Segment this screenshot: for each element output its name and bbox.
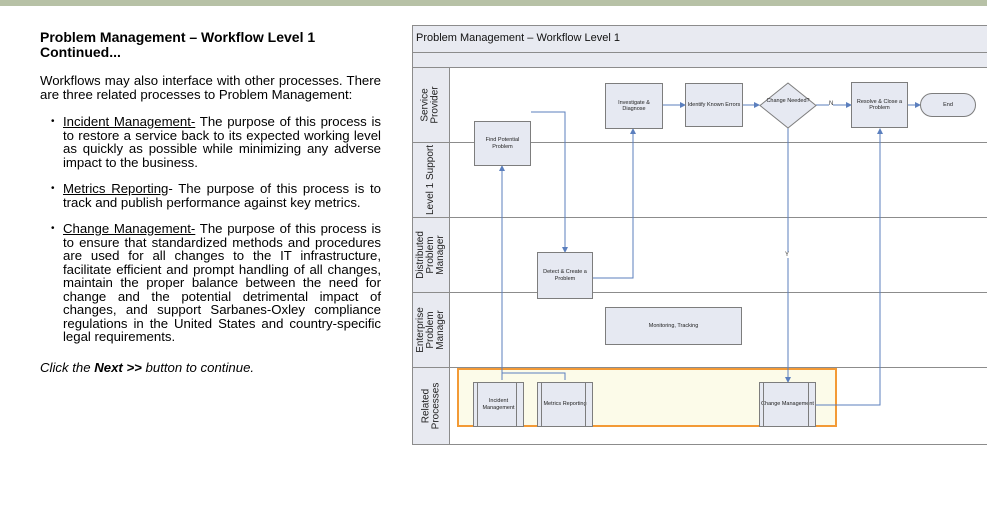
bullet-text: The purpose of this process is to restor… xyxy=(63,114,381,170)
lane-distributed-problem-manager xyxy=(413,218,987,293)
next-button-reference: Next >> xyxy=(94,359,142,375)
diagram-title: Problem Management – Workflow Level 1 xyxy=(416,32,621,44)
continue-suffix: button to continue. xyxy=(141,359,255,375)
list-item: • Change Management- The purpose of this … xyxy=(40,222,381,344)
investigate-diagnose-box: Investigate & Diagnose xyxy=(605,83,663,129)
change-management-process: Change Management xyxy=(759,382,816,427)
list-item: • Metrics Reporting- The purpose of this … xyxy=(40,182,381,209)
text-panel: Problem Management – Workflow Level 1 Co… xyxy=(40,30,381,375)
lane-service-provider xyxy=(413,68,987,143)
related-process-list: • Incident Management- The purpose of thi… xyxy=(40,115,381,344)
metrics-reporting-process: Metrics Reporting xyxy=(537,382,593,427)
lane-enterprise-problem-manager xyxy=(413,293,987,368)
bullet-icon: • xyxy=(51,183,55,194)
diagram-title-bar: Problem Management – Workflow Level 1 xyxy=(413,26,987,53)
end-terminator: End xyxy=(920,93,976,117)
bullet-icon: • xyxy=(51,223,55,234)
diagram-header-band xyxy=(413,53,987,68)
resolve-close-problem-box: Resolve & Close a Problem xyxy=(851,82,908,128)
incident-management-process: Incident Management xyxy=(473,382,524,427)
top-accent-bar xyxy=(0,0,987,6)
list-item: • Incident Management- The purpose of thi… xyxy=(40,115,381,169)
bullet-term: Metrics Reporting xyxy=(63,181,169,196)
bullet-term: Incident Management- xyxy=(63,114,196,129)
bullet-icon: • xyxy=(51,116,55,127)
bullet-text: - The purpose of this process is to trac… xyxy=(63,181,381,210)
workflow-diagram: Problem Management – Workflow Level 1 Se… xyxy=(412,25,987,445)
change-needed-diamond xyxy=(759,82,817,129)
edge-label-no: N xyxy=(829,101,834,107)
lane-level-1-support xyxy=(413,143,987,218)
intro-paragraph: Workflows may also interface with other … xyxy=(40,73,381,102)
edge-label-yes: Y xyxy=(785,252,790,258)
identify-known-errors-box: Identify Known Errors xyxy=(685,83,743,127)
monitoring-tracking-box: Monitoring, Tracking xyxy=(605,307,742,345)
page-title: Problem Management – Workflow Level 1 Co… xyxy=(40,29,316,60)
change-needed-label: Change Needed? xyxy=(766,98,810,104)
find-potential-problem-box: Find Potential Problem xyxy=(474,121,531,166)
continue-prefix: Click the xyxy=(40,359,95,375)
bullet-text: The purpose of this process is to ensure… xyxy=(63,221,381,344)
continue-instruction: Click the Next >> button to continue. xyxy=(40,360,381,375)
detect-create-problem-box: Detect & Create a Problem xyxy=(537,252,593,299)
lane-label-column xyxy=(413,68,450,444)
bullet-term: Change Management- xyxy=(63,221,196,236)
